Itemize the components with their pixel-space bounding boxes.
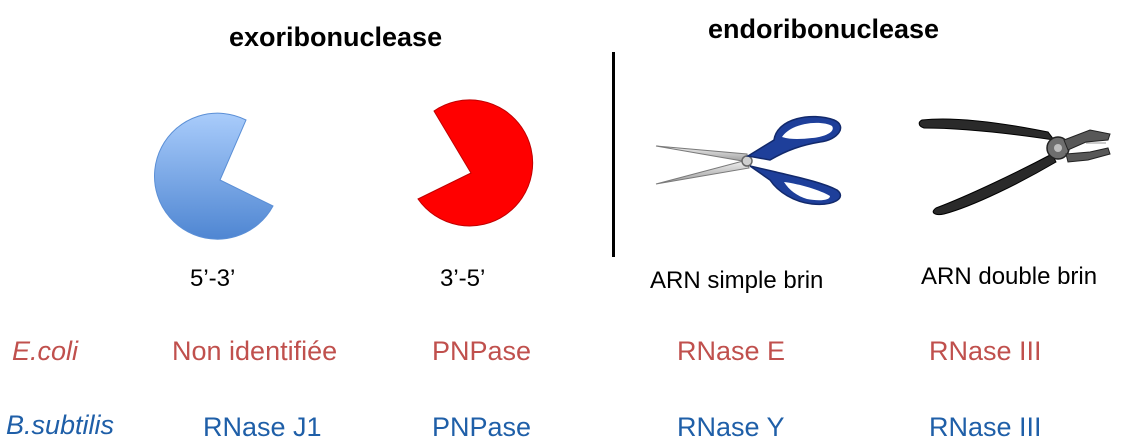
ecoli-enzyme-exo-5-3: Non identifiée: [172, 336, 338, 366]
bsubtilis-enzyme-exo-5-3: RNase J1: [203, 412, 322, 442]
bsubtilis-enzyme-endo-double: RNase III: [929, 412, 1042, 442]
pacman-blue-icon: [154, 112, 274, 240]
direction-label-3-5: 3’-5’: [440, 265, 486, 292]
ecoli-enzyme-endo-simple: RNase E: [677, 336, 786, 366]
endoribonuclease-heading: endoribonuclease: [708, 14, 940, 44]
type-label-double-brin: ARN double brin: [921, 263, 1098, 290]
scissors-icon: [655, 115, 842, 206]
pacman-red-icon: [417, 99, 534, 227]
type-label-simple-brin: ARN simple brin: [650, 267, 824, 294]
organism-ecoli: E.coli: [12, 336, 79, 366]
bsubtilis-enzyme-endo-simple: RNase Y: [677, 412, 785, 442]
ecoli-enzyme-endo-double: RNase III: [929, 336, 1042, 366]
exoribonuclease-heading: exoribonuclease: [229, 22, 443, 52]
section-divider: [612, 52, 615, 257]
bsubtilis-enzyme-exo-3-5: PNPase: [432, 412, 532, 442]
direction-label-5-3: 5’-3’: [190, 265, 236, 292]
ecoli-enzyme-exo-3-5: PNPase: [432, 336, 532, 366]
organism-bsubtilis: B.subtilis: [6, 410, 115, 440]
pliers-icon: [918, 118, 1111, 215]
